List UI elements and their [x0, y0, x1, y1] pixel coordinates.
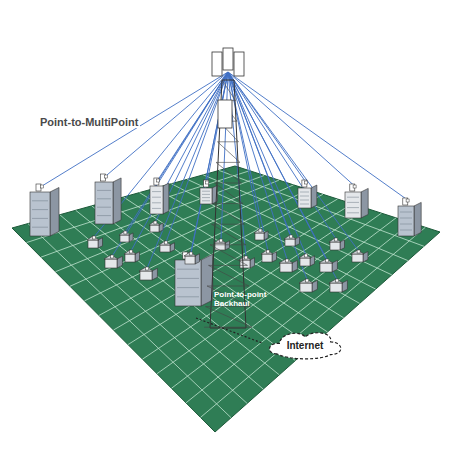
grid-line: [114, 199, 338, 330]
radio-link: [228, 72, 355, 186]
house: [87, 236, 103, 248]
house: [104, 255, 122, 268]
house: [261, 250, 277, 262]
ground-grid: [12, 166, 440, 432]
grid-line: [172, 218, 397, 388]
house: [279, 259, 297, 272]
wireless-links: [42, 72, 408, 280]
sector-antenna: [218, 100, 232, 128]
house: [124, 250, 140, 262]
house: [299, 279, 317, 292]
radio-link: [94, 72, 228, 237]
house: [284, 235, 300, 246]
house: [351, 250, 368, 262]
radio-link: [221, 72, 228, 240]
grid-line: [187, 179, 392, 275]
diagram-title: Point-to-MultiPoint: [38, 116, 140, 128]
sector-antenna: [223, 48, 233, 70]
grid-line: [128, 204, 352, 345]
ground-plane: [12, 166, 440, 432]
cloud-label: Internet: [287, 340, 324, 351]
radio-link: [228, 72, 260, 230]
house: [184, 252, 200, 264]
house: [329, 238, 345, 250]
building: [30, 184, 59, 236]
house: [159, 241, 175, 252]
radio-link: [147, 72, 228, 268]
radio-link: [125, 72, 228, 232]
building: [345, 184, 368, 218]
link-label: Point-to-point Backhaul: [214, 290, 270, 308]
internet-cloud: Internet: [265, 329, 345, 361]
house: [329, 279, 347, 292]
grid-line: [143, 208, 367, 359]
radio-link: [112, 72, 228, 256]
radio-link: [228, 72, 359, 251]
building: [175, 252, 213, 306]
building: [398, 198, 421, 236]
grid-line: [99, 194, 323, 315]
building: [298, 180, 317, 208]
radio-link: [191, 72, 228, 254]
house: [119, 231, 133, 242]
grid-line: [219, 170, 424, 246]
house: [299, 254, 315, 266]
radio-link: [155, 72, 228, 222]
grid-line: [157, 213, 381, 374]
grid-line: [203, 175, 408, 261]
house: [139, 267, 157, 280]
building: [95, 174, 121, 224]
house: [319, 259, 337, 272]
house: [149, 221, 163, 232]
sector-antenna: [234, 52, 244, 76]
buildings: [30, 174, 421, 306]
building: [200, 180, 217, 204]
radio-link: [228, 72, 307, 280]
grid-line: [76, 210, 280, 375]
grid-line: [92, 206, 296, 361]
base-station-tower: [204, 48, 252, 328]
sector-antenna: [212, 52, 222, 76]
grid-line: [201, 227, 426, 417]
radio-link: [228, 72, 287, 260]
building: [150, 178, 169, 214]
radio-link: [228, 72, 337, 280]
grid-line: [186, 223, 411, 403]
house: [254, 229, 268, 240]
backhaul-link: [196, 318, 262, 343]
